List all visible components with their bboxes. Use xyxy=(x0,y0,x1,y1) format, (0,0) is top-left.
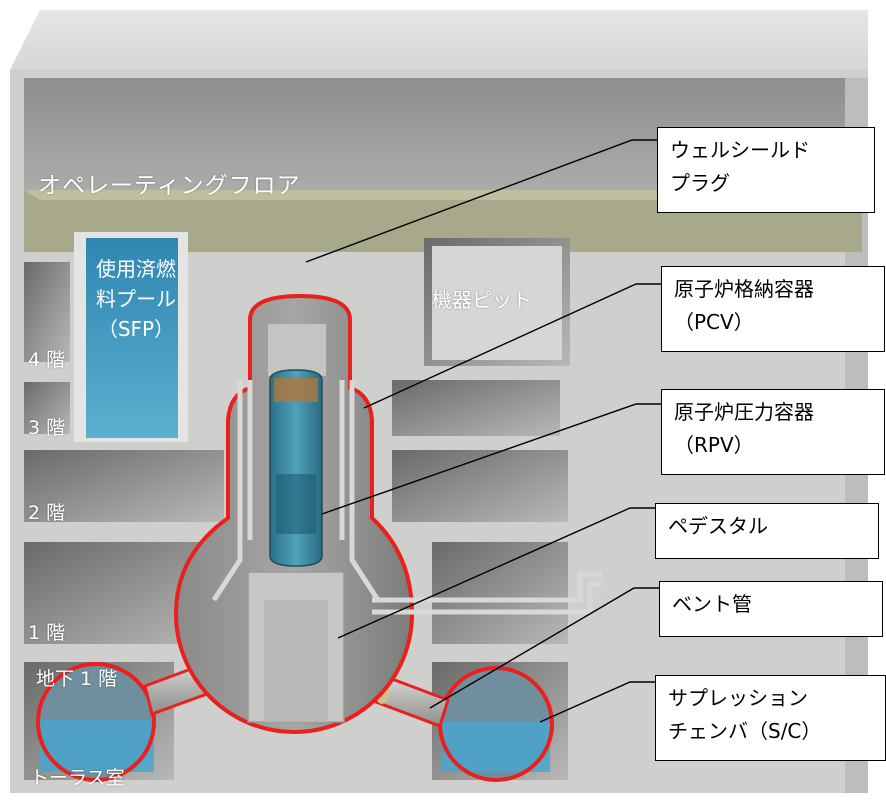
sfp-label: 使用済燃 料プール （SFP） xyxy=(84,254,188,344)
equipment-pit xyxy=(424,238,570,366)
callout-vent-pipe-line1: ベント管 xyxy=(672,592,752,616)
floor-2-label: 2 階 xyxy=(28,502,66,524)
callout-well-shield-plug-line2: プラグ xyxy=(670,171,730,195)
operating-floor-label: オペレーティングフロア xyxy=(38,173,301,199)
callout-pcv-line1: 原子炉格納容器 xyxy=(674,277,814,301)
recirculation-piping xyxy=(211,380,602,615)
callout-pedestal: ペデスタル xyxy=(655,503,879,559)
sfp-label-line2: 料プール xyxy=(96,287,176,311)
callout-pedestal-line1: ペデスタル xyxy=(668,514,768,538)
rpv-vessel xyxy=(268,324,326,567)
callout-rpv: 原子炉圧力容器 （RPV） xyxy=(661,389,885,475)
operating-floor-slab xyxy=(24,190,862,252)
suppression-chamber-right xyxy=(438,666,554,782)
callout-rpv-line1: 原子炉圧力容器 xyxy=(674,400,814,424)
callout-vent-pipe: ベント管 xyxy=(659,581,883,637)
floor-4-label: 4 階 xyxy=(28,349,66,371)
callout-suppression-chamber: サプレッション チェンバ（S/C） xyxy=(655,675,886,761)
callout-suppression-chamber-line1: サプレッション xyxy=(668,686,808,710)
torus-room-label: トーラス室 xyxy=(30,767,125,789)
callout-pcv-line2: （PCV） xyxy=(674,310,754,334)
suppression-chamber-left xyxy=(36,662,156,782)
callout-pcv: 原子炉格納容器 （PCV） xyxy=(661,266,885,352)
pedestal xyxy=(247,571,345,723)
callout-well-shield-plug: ウェルシールド プラグ xyxy=(657,127,875,213)
leader-lines xyxy=(305,139,662,723)
floor-3-label: 3 階 xyxy=(28,417,66,439)
callout-rpv-line2: （RPV） xyxy=(674,433,754,457)
sfp-label-line3: （SFP） xyxy=(97,317,175,341)
sfp-label-line1: 使用済燃 xyxy=(96,257,176,281)
callout-well-shield-plug-line1: ウェルシールド xyxy=(670,138,810,162)
basement-1-label: 地下 1 階 xyxy=(36,668,118,690)
spent-fuel-pool xyxy=(74,232,188,442)
floor-1-label: 1 階 xyxy=(28,622,66,644)
equipment-pit-label: 機器ピット xyxy=(432,288,532,312)
callout-suppression-chamber-line2: チェンバ（S/C） xyxy=(668,719,822,743)
